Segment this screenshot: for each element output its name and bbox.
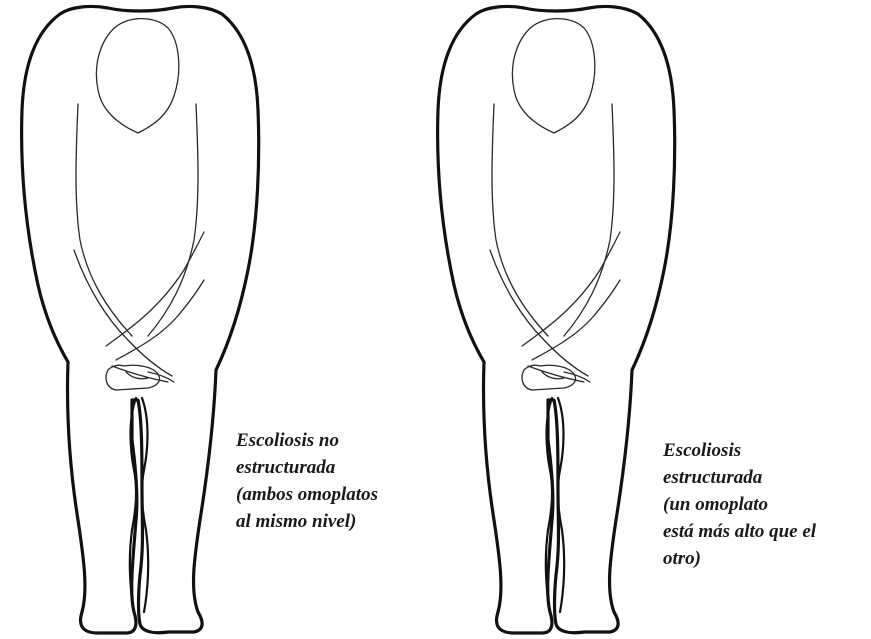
left-figure [22,6,259,633]
caption-left-line: estructurada [236,454,378,481]
caption-right-line: está más alto que el [663,518,816,545]
caption-right-line: (un omoplato [663,491,816,518]
caption-left-line: (ambos omoplatos [236,481,378,508]
caption-left-line: al mismo nivel) [236,508,378,535]
caption-right-line: Escoliosis [663,437,816,464]
caption-left-line: Escoliosis no [236,427,378,454]
right-figure [438,6,675,633]
caption-right-line: otro) [663,545,816,572]
caption-right: Escoliosis estructurada (un omoplato est… [663,437,816,572]
caption-right-line: estructurada [663,464,816,491]
caption-left: Escoliosis no estructurada (ambos omopla… [236,427,378,535]
